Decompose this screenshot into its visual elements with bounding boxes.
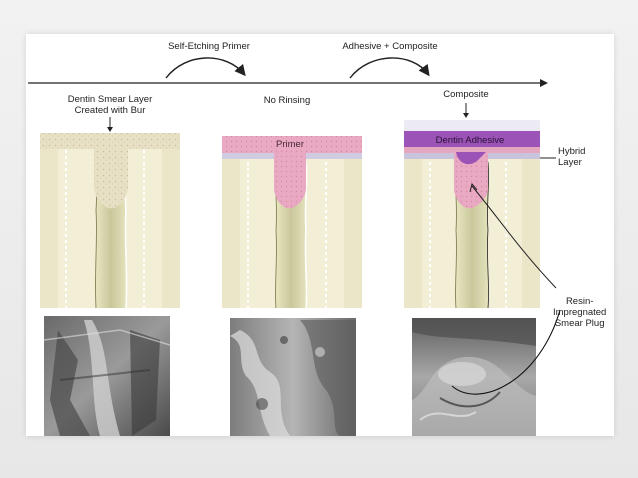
panel-3-dentin [404,120,557,309]
label-no-rinsing: No Rinsing [263,95,311,106]
down-arrow-panel3 [463,103,469,118]
label-dentin-smear-layer: Dentin Smear Layer Created with Bur [67,94,153,116]
label-adhesive-composite: Adhesive + Composite [342,41,438,52]
timeline-arrow [28,79,548,87]
label-dentin-adhesive: Dentin Adhesive [435,135,505,146]
sem-image-3 [412,309,561,436]
sem-image-2 [230,318,356,436]
panel-1-dentin [40,133,180,309]
label-hybrid-layer: Hybrid Layer [558,146,586,168]
label-self-etching-primer: Self-Etching Primer [168,41,250,52]
label-composite: Composite [443,89,489,100]
curved-arrow-1 [165,57,246,79]
sem-image-1 [43,316,171,436]
down-arrow-panel1 [107,117,113,132]
panel-2-dentin [222,136,362,309]
label-primer: Primer [276,139,304,150]
curved-arrow-2 [349,57,430,79]
label-resin-impregnated-smear-plug: Resin- Impregnated Smear Plug [553,296,607,329]
